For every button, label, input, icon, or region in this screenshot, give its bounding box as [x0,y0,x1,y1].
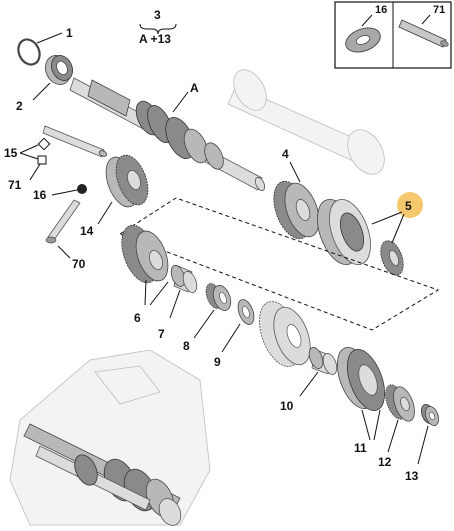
highlight-badge-5 [397,192,423,218]
bearing-part-8 [205,283,232,311]
callout-13: 13 [405,469,419,483]
sleeve-part-7 [170,265,198,293]
gear-part-6 [121,224,169,284]
gear-part-14 [105,154,149,208]
pin-part-15 [37,125,108,158]
callout-8: 8 [183,339,190,353]
washer-part-9 [237,299,255,325]
callout-4: 4 [282,147,289,161]
large-gear-light [259,301,311,367]
kit-label: 3 A +13 [139,8,177,46]
gearbox-housing-ghost [9,349,211,526]
callout-16: 16 [33,188,47,202]
callout-71: 71 [8,178,22,192]
bearing-part-13 [421,403,439,427]
bolt-part-70 [45,199,81,244]
ball-part-16 [77,184,87,194]
callout-10: 10 [280,399,294,413]
inset-box: 16 71 [334,1,452,69]
callout-70: 70 [72,257,86,271]
inset-label-71: 71 [433,4,445,16]
callout-7: 7 [158,327,165,341]
label-3: 3 [154,8,161,22]
washer-16-icon [345,27,381,53]
sleeve-part-10 [308,347,338,375]
callout-11: 11 [354,441,367,455]
inset-label-16: 16 [375,4,387,16]
callout-a: A [190,81,199,95]
gear-part-12 [385,384,415,422]
synchro-kit-part-5 [317,199,404,276]
callout-12: 12 [378,455,392,469]
output-shaft-ghost [227,69,385,175]
synchro-hub-part-11 [337,347,385,411]
callout-15: 15 [4,146,18,160]
pin-71-icon [398,19,449,48]
pin-71-marker [37,155,47,165]
callout-9: 9 [214,355,221,369]
input-shaft-a [69,77,266,191]
callout-2: 2 [16,99,23,113]
circlip-part-1 [17,38,41,66]
kit-dashed-frame [118,197,440,331]
gear-part-4 [273,180,320,240]
callout-6: 6 [134,311,141,325]
callout-1: 1 [66,26,73,40]
label-a-plus-13: A +13 [139,32,171,46]
callout-5: 5 [405,199,412,213]
bearing-part-2 [45,55,73,85]
callout-14: 14 [80,224,94,238]
